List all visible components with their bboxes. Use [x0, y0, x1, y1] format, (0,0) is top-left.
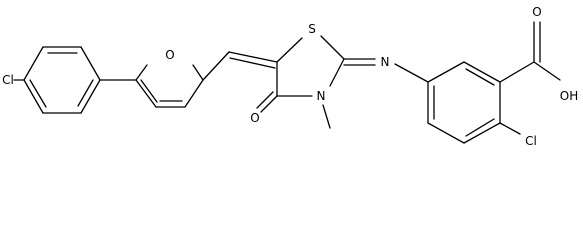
- atom-oh-acid: OH: [560, 89, 578, 103]
- atom-cl-left: Cl: [2, 73, 14, 87]
- chemical-structure-diagram: Cl O S N O N: [2, 5, 578, 148]
- atom-s-ring: S: [308, 22, 316, 36]
- atom-n-imine: N: [381, 55, 390, 69]
- vinyl-bond-double: [229, 57, 276, 69]
- carbonyl-bond-double: [256, 91, 274, 109]
- atom-o-furan: O: [165, 48, 174, 62]
- n-methyl-bond: [322, 104, 331, 129]
- chlorophenyl-ring: [23, 46, 101, 114]
- acid-oh-bond: [533, 61, 561, 81]
- furan-vinyl-bond: [202, 51, 230, 81]
- atom-o-acid: O: [532, 5, 541, 19]
- vinyl-bond: [228, 51, 278, 63]
- atom-n-ring: N: [317, 89, 326, 103]
- atom-cl-right: Cl: [525, 134, 537, 148]
- imine-aryl-bond: [394, 63, 429, 83]
- carboxyl-attach-bond: [499, 61, 535, 83]
- atom-o-carbonyl: O: [250, 111, 259, 125]
- benzoic-acid-ring: [427, 61, 501, 144]
- thiazolidinone-ring: [276, 35, 345, 97]
- furan-ring: [135, 64, 204, 108]
- cl-right-bond: [499, 122, 521, 135]
- carbonyl-bond: [260, 95, 278, 113]
